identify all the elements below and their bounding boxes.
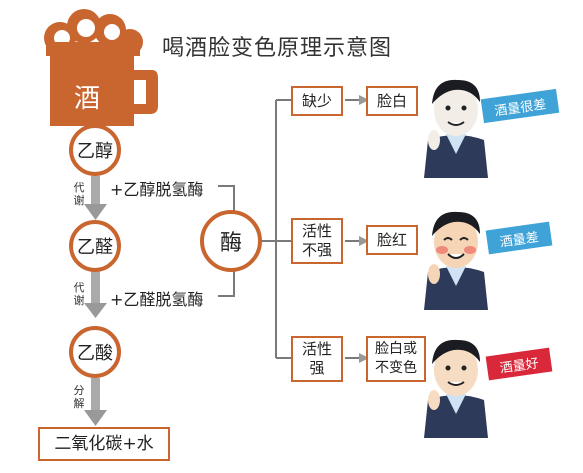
enzyme-bracket-top (218, 185, 235, 220)
enzyme-adh: +乙醇脱氢酶 (110, 180, 204, 199)
acetic-acid-label: 乙酸 (77, 343, 113, 364)
step-label-decompose: 分 解 (73, 384, 85, 410)
activity-box-weak: 活性 不强 (291, 218, 343, 264)
activity-box-missing: 缺少 (291, 86, 343, 116)
result-box-red: 脸红 (366, 225, 418, 255)
flow-shaft-3 (91, 378, 100, 412)
flow-arrowhead-3 (84, 410, 107, 426)
final-product-box: 二氧化碳+水 (38, 427, 170, 461)
acetaldehyde-label: 乙醛 (77, 237, 113, 258)
ethanol-node: 乙醇 (69, 124, 121, 176)
diagram-title: 喝酒脸变色原理示意图 (162, 36, 393, 61)
activity-box-strong: 活性 强 (291, 336, 343, 382)
enzyme-center-node: 酶 (200, 210, 262, 272)
flow-shaft-2 (91, 271, 100, 305)
ethanol-label: 乙醇 (77, 141, 113, 162)
acetic-acid-node: 乙酸 (69, 326, 121, 378)
acetaldehyde-node: 乙醛 (69, 220, 121, 272)
enzyme-aldh: +乙醛脱氢酶 (110, 290, 204, 309)
beer-label: 酒 (73, 84, 100, 114)
result-box-pale: 脸白 (366, 86, 418, 116)
normal-face-person-icon (424, 339, 488, 438)
flow-shaft-1 (91, 176, 100, 206)
step-label-metabolism-1: 代 谢 (73, 181, 85, 207)
enzyme-bracket-bottom (218, 262, 235, 297)
red-face-person-icon (424, 211, 488, 310)
flow-arrowhead-2 (84, 303, 107, 318)
pale-face-person-icon (424, 79, 488, 178)
enzyme-center-label: 酶 (219, 231, 242, 256)
result-box-pale-unchanged: 脸白或 不变色 (366, 336, 426, 382)
step-label-metabolism-2: 代 谢 (73, 281, 85, 307)
flow-arrowhead-1 (84, 204, 107, 220)
beer-mug-icon (44, 9, 158, 126)
